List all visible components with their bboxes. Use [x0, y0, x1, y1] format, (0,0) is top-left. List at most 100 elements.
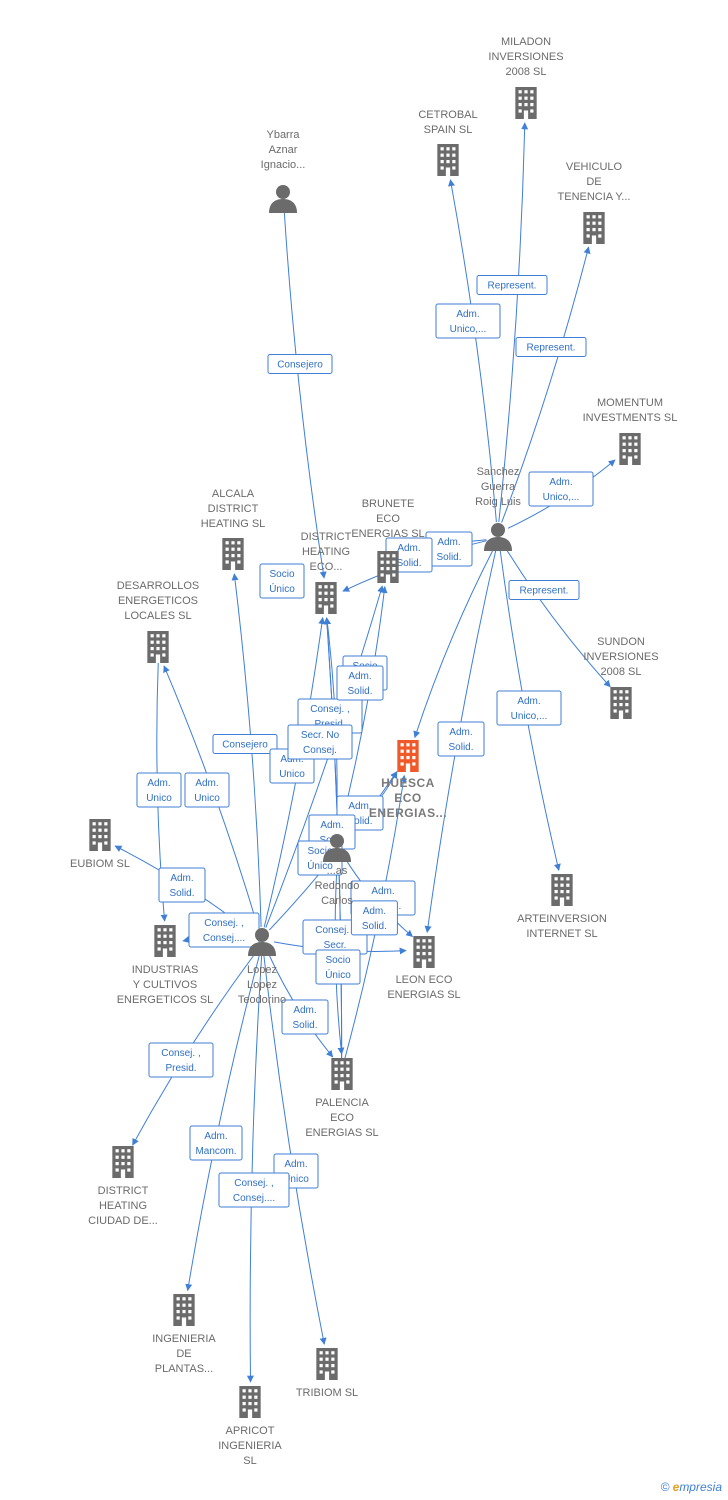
node-label: Carlos	[321, 895, 353, 907]
building-icon	[437, 144, 459, 176]
edge-label-text: Adm.	[204, 1131, 227, 1142]
building-icon	[173, 1294, 195, 1326]
empresia-brand[interactable]: ©empresia	[661, 1480, 722, 1494]
node-label: Roig Luis	[475, 496, 521, 508]
edge-label-palencia-huesca[interactable]: Adm.Solid.	[350, 900, 398, 936]
node-tribiom[interactable]: TRIBIOM SL	[296, 1348, 358, 1399]
edge-label-text: Consej.	[303, 745, 337, 756]
building-icon	[222, 538, 244, 570]
edge-label-lopez-tribiom[interactable]: Consej. ,Consej....	[218, 1172, 290, 1208]
node-label: ECO	[394, 791, 422, 805]
node-label: ENERGIAS SL	[351, 528, 424, 540]
edge-label-sanchez-miladon[interactable]: Represent.	[476, 275, 548, 295]
building-icon	[239, 1386, 261, 1418]
node-label: EUBIOM SL	[70, 858, 130, 870]
edge-label-text: Unico	[146, 793, 172, 804]
edge-label-sanchez-momentum[interactable]: Adm.Unico,...	[528, 471, 594, 507]
edge-label-lopez-alcala[interactable]: Adm.Unico	[184, 772, 230, 808]
edge-label-lopez-dhciudad[interactable]: Adm.Mancom.	[189, 1125, 243, 1161]
edge-label-redondo-leon[interactable]: Adm.Solid.	[336, 665, 384, 701]
edge-label-box	[476, 275, 548, 295]
edge-label-text: Adm.	[195, 778, 218, 789]
node-label: ALCALA	[212, 488, 255, 500]
node-label: INDUSTRIAS	[132, 964, 199, 976]
edge-label-box	[212, 734, 278, 754]
edge-label-lopez-huesca[interactable]: Adm.Solid.	[158, 867, 206, 903]
edge-label-lopez-eubiom[interactable]: Consej. ,Consej....	[188, 912, 260, 948]
edge-label-text: Consej. ,	[204, 918, 243, 929]
building-icon	[112, 1146, 134, 1178]
node-label: CETROBAL	[418, 109, 477, 121]
edge-label-text: Adm.	[293, 1005, 316, 1016]
edge-label-text: Presid.	[165, 1063, 196, 1074]
edge-label-text: Unico	[283, 1174, 309, 1185]
node-label: LEON ECO	[396, 974, 453, 986]
node-label: Y CULTIVOS	[133, 979, 197, 991]
edge-label-text: Consej. ,	[315, 925, 354, 936]
node-huesca[interactable]: HUESCAECOENERGIAS...	[369, 740, 447, 820]
edge-label-box	[496, 690, 562, 726]
edge-label-sanchez-sundon[interactable]: Represent.	[508, 580, 580, 600]
node-label: TRIBIOM SL	[296, 1387, 358, 1399]
node-label: Ignacio...	[261, 159, 306, 171]
node-label: ECO...	[309, 561, 342, 573]
edge-label-text: Secr. No	[301, 730, 340, 741]
edge-label-lopez-apricot[interactable]: Adm.Unico	[136, 772, 182, 808]
edge-label-text: Adm.	[284, 1159, 307, 1170]
node-label: Guerra	[481, 481, 516, 493]
building-icon	[315, 582, 337, 614]
edge-label-text: Secr.	[324, 940, 347, 951]
edge-label-lopez-leon[interactable]: Adm.Solid.	[281, 999, 329, 1035]
edge-label-sanchez-leon[interactable]: Adm.Solid.	[437, 721, 485, 757]
building-icon	[397, 740, 419, 772]
edge-label-box	[158, 867, 206, 903]
edge-lopez-tribiom	[263, 954, 327, 1345]
edge-label-sanchez-vehiculo[interactable]: Represent.	[515, 337, 587, 357]
edge-label-sanchez-cetrobal[interactable]: Adm.Unico,...	[435, 303, 501, 339]
node-ybarra[interactable]: YbarraAznarIgnacio...	[261, 129, 306, 213]
edge-label-box	[287, 724, 353, 760]
node-label: ENERGETICOS	[118, 595, 198, 607]
edge-label-text: Único	[269, 582, 295, 595]
edge-label-sanchez-districteco[interactable]: Consejero	[212, 734, 278, 754]
node-eubiom[interactable]: EUBIOM SL	[70, 819, 130, 870]
edge-label-box	[315, 949, 361, 985]
edge-label-text: Adm.	[397, 543, 420, 554]
edge-label-redondo-palencia[interactable]: Secr. No Consej.	[287, 724, 353, 760]
edge-label-text: Unico,...	[543, 492, 580, 503]
node-label: LOCALES SL	[124, 610, 191, 622]
edge-label-sanchez-arteinversion[interactable]: Adm.Unico,...	[496, 690, 562, 726]
node-districteco[interactable]: DISTRICTHEATINGECO...	[301, 531, 352, 614]
edge-label-lopez-palencia[interactable]: Consej. ,Presid.	[148, 1042, 214, 1078]
edge-sanchez-sundon	[504, 547, 611, 688]
edge-label-ybarra-districteco[interactable]: Consejero	[267, 354, 333, 374]
node-label: INGENIERIA	[152, 1333, 216, 1345]
edge-label-text: Unico,...	[511, 711, 548, 722]
edge-label-text: Único	[307, 859, 333, 872]
node-label: INVERSIONES	[488, 51, 563, 63]
edge-label-box	[437, 721, 485, 757]
edge-label-sanchez-huesca[interactable]: Adm.Solid.	[425, 531, 473, 567]
node-label: HEATING SL	[201, 518, 266, 530]
node-ingenieria[interactable]: INGENIERIADEPLANTAS...	[152, 1294, 216, 1375]
